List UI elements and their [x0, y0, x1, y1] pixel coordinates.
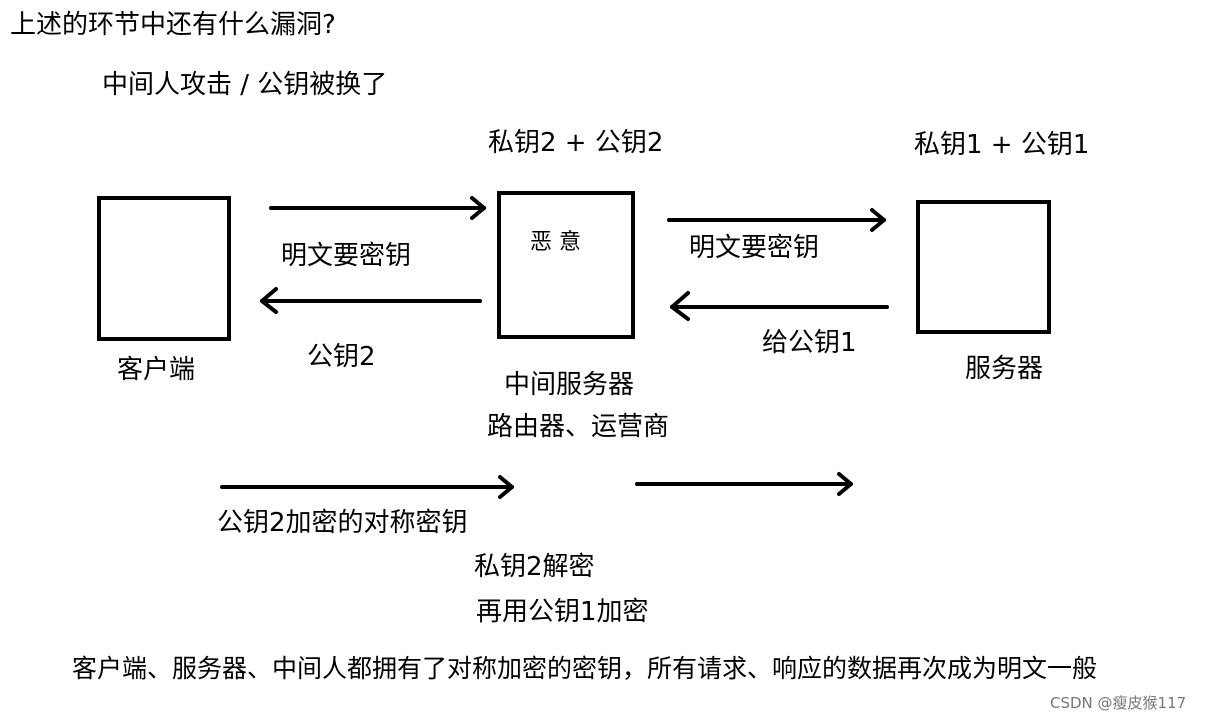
arrow-round2-client-to-middle: [220, 475, 514, 499]
arrow-middle-to-server: [667, 208, 886, 232]
middle-to-server-message: 明文要密钥: [689, 233, 820, 263]
client-encrypt-step: 公钥2加密的对称密钥: [217, 508, 468, 538]
middle-decrypt-step: 私钥2解密: [474, 552, 595, 582]
watermark: CSDN @瘦皮猴117: [1050, 694, 1187, 712]
malicious-label: 恶 意: [530, 230, 581, 255]
client-label: 客户端: [117, 355, 196, 385]
server-to-middle-message: 给公钥1: [762, 328, 857, 358]
arrow-server-to-middle: [670, 291, 889, 321]
middle-reencrypt-step: 再用公钥1加密: [476, 597, 649, 627]
conclusion-text: 客户端、服务器、中间人都拥有了对称加密的密钥，所有请求、响应的数据再次成为明文一…: [72, 654, 1098, 683]
middle-to-client-message: 公钥2: [307, 342, 376, 372]
question-heading: 上述的环节中还有什么漏洞?: [10, 10, 336, 40]
attack-subtitle: 中间人攻击 / 公钥被换了: [102, 70, 388, 100]
server-box: [916, 200, 1051, 334]
arrow-round2-middle-to-server: [635, 472, 853, 496]
middle-keys-label: 私钥2 + 公钥2: [488, 128, 664, 158]
client-box: [97, 196, 231, 341]
arrow-client-to-middle: [269, 196, 486, 220]
server-keys-label: 私钥1 + 公钥1: [914, 130, 1090, 160]
arrow-middle-to-client: [260, 287, 482, 314]
middle-box: [497, 191, 635, 339]
server-label: 服务器: [965, 354, 1044, 384]
middle-label-line1: 中间服务器: [504, 370, 635, 400]
client-to-middle-message: 明文要密钥: [281, 241, 412, 271]
middle-label-line2: 路由器、运营商: [487, 412, 670, 442]
